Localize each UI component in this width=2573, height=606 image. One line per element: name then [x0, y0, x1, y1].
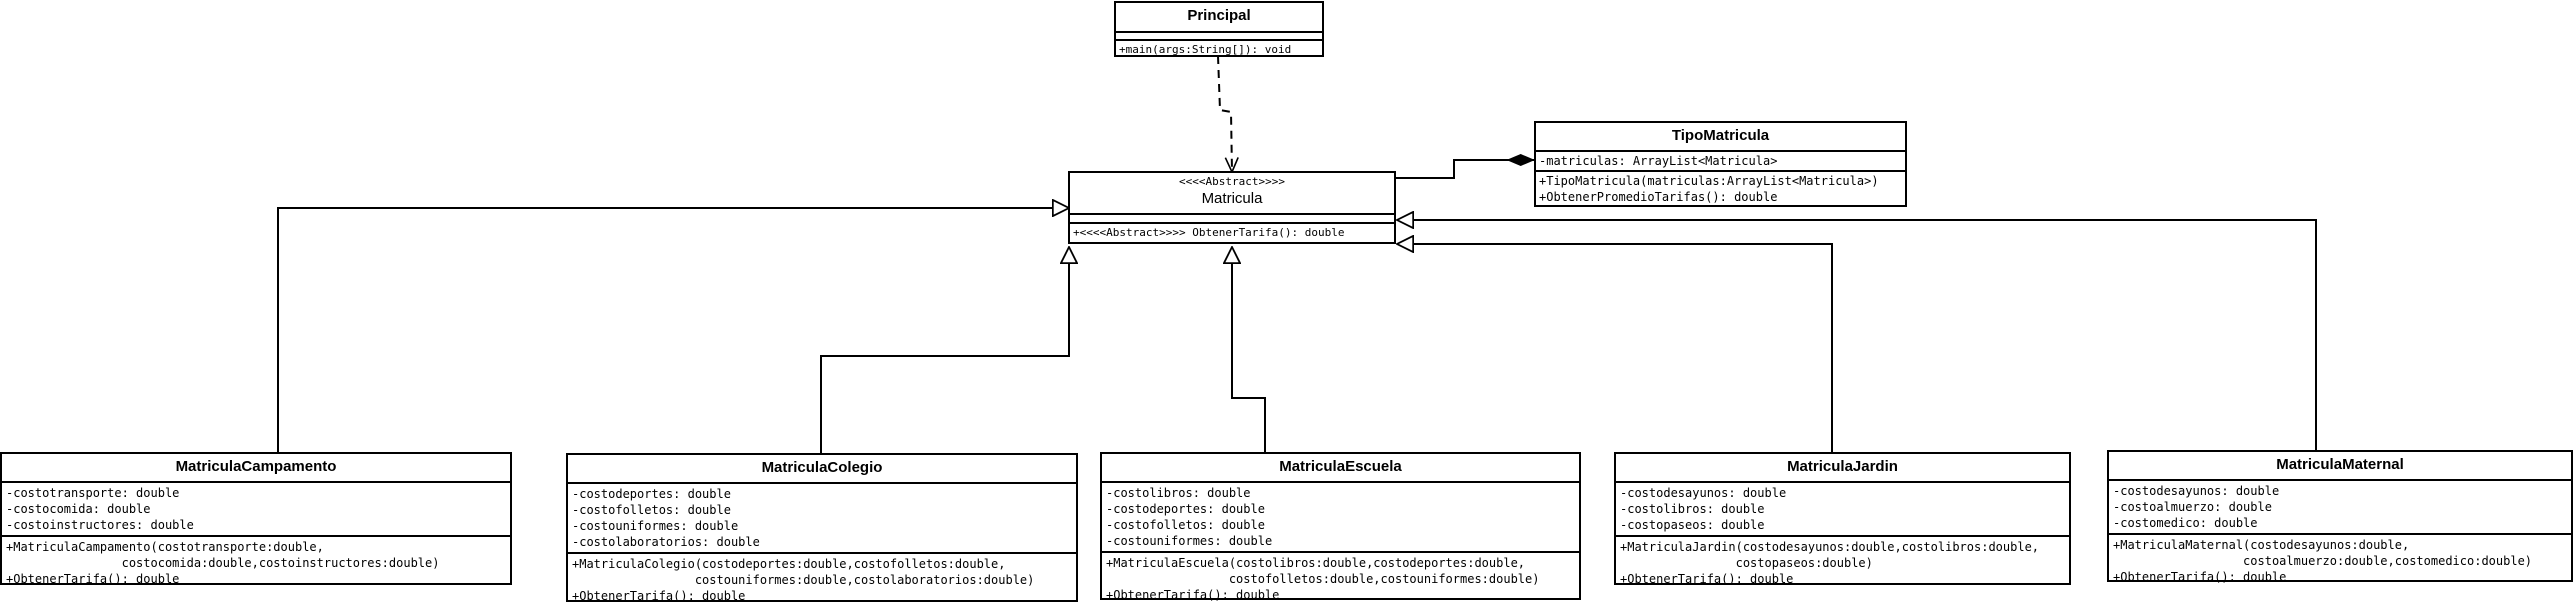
class-name: MatriculaEscuela — [1279, 458, 1402, 475]
attribute: -costodeportes: double — [1106, 502, 1265, 516]
attributes-section: -matriculas: ArrayList<Matricula> — [1536, 152, 1905, 172]
attributes-section: -costotransporte: double -costocomida: d… — [2, 483, 510, 537]
method: +MatriculaJardin(costodesayunos:double,c… — [1620, 540, 2040, 554]
attribute: -costotransporte: double — [6, 486, 180, 500]
attribute: -costodeportes: double — [572, 487, 731, 501]
dependency-principal-matricula — [1217, 55, 1232, 172]
attribute: -costoalmuerzo: double — [2113, 500, 2272, 514]
class-name: MatriculaJardin — [1787, 458, 1898, 475]
method: +MatriculaColegio(costodeportes:double,c… — [572, 557, 1006, 571]
attributes-section: -costolibros: double -costodeportes: dou… — [1102, 483, 1579, 553]
methods-section: +MatriculaMaternal(costodesayunos:double… — [2109, 535, 2571, 587]
attribute: -costolibros: double — [1106, 486, 1251, 500]
methods-section: +MatriculaJardin(costodesayunos:double,c… — [1616, 537, 2069, 589]
class-matriculajardin[interactable]: MatriculaJardin -costodesayunos: double … — [1614, 452, 2071, 586]
method: costopaseos:double) — [1620, 556, 1873, 570]
method: +<<<<Abstract>>>> ObtenerTarifa(): doubl… — [1073, 226, 1345, 239]
attribute: -costouniformes: double — [572, 519, 739, 533]
attribute: -matriculas: ArrayList<Matricula> — [1539, 154, 1778, 168]
class-name: TipoMatricula — [1671, 127, 1770, 144]
method: +MatriculaMaternal(costodesayunos:double… — [2113, 538, 2410, 552]
method: +MatriculaCampamento(costotransporte:dou… — [6, 540, 324, 554]
class-matriculaescuela[interactable]: MatriculaEscuela -costolibros: double -c… — [1100, 452, 1581, 602]
attributes-section: -costodeportes: double -costofolletos: d… — [568, 484, 1076, 554]
class-matriculamaternal[interactable]: MatriculaMaternal -costodesayunos: doubl… — [2107, 450, 2573, 584]
class-name: Principal — [1187, 7, 1251, 24]
method: +main(args:String[]): void — [1119, 43, 1292, 56]
attributes-section: -costodesayunos: double -costolibros: do… — [1616, 483, 2069, 537]
class-name: MatriculaColegio — [761, 459, 883, 476]
attribute: -costolibros: double — [1620, 502, 1765, 516]
stereotype: <<<<Abstract>>>> — [1179, 175, 1285, 188]
generalization-jardin — [1397, 244, 1833, 453]
attributes-section — [1070, 215, 1394, 224]
attribute: -costouniformes: double — [1106, 534, 1273, 548]
class-matricula[interactable]: <<<<Abstract>>>> Matricula +<<<<Abstract… — [1068, 171, 1396, 244]
attribute: -costodesayunos: double — [1620, 486, 1787, 500]
method: +TipoMatricula(matriculas:ArrayList<Matr… — [1539, 174, 1879, 188]
method: +MatriculaEscuela(costolibros:double,cos… — [1106, 556, 1526, 570]
attribute: -costodesayunos: double — [2113, 484, 2280, 498]
attribute: -costocomida: double — [6, 502, 151, 516]
generalization-colegio — [820, 247, 1069, 454]
attribute: -costofolletos: double — [1106, 518, 1265, 532]
class-principal[interactable]: Principal +main(args:String[]): void — [1114, 1, 1324, 57]
attribute: -costofolletos: double — [572, 503, 731, 517]
method: +ObtenerTarifa(): double — [2113, 570, 2287, 584]
class-name: MatriculaMaternal — [2276, 456, 2404, 473]
method: costofolletos:double,costouniformes:doub… — [1106, 572, 1540, 586]
attribute: -costopaseos: double — [1620, 518, 1765, 532]
methods-section: +MatriculaColegio(costodeportes:double,c… — [568, 554, 1076, 606]
attribute: -costomedico: double — [2113, 516, 2258, 530]
methods-section: +MatriculaCampamento(costotransporte:dou… — [2, 537, 510, 589]
methods-section: +MatriculaEscuela(costolibros:double,cos… — [1102, 553, 1579, 605]
method: costouniformes:double,costolaboratorios:… — [572, 573, 1035, 587]
methods-section: +main(args:String[]): void — [1116, 41, 1322, 59]
generalization-campamento — [277, 208, 1069, 452]
method: costocomida:double,costoinstructores:dou… — [6, 556, 440, 570]
attribute: -costolaboratorios: double — [572, 535, 760, 549]
composition-matricula-tipomatricula — [1396, 154, 1535, 179]
method: +ObtenerTarifa(): double — [1106, 588, 1280, 602]
generalization-escuela — [1232, 247, 1266, 453]
method: costoalmuerzo:double,costomedico:double) — [2113, 554, 2533, 568]
method: +ObtenerTarifa(): double — [6, 572, 180, 586]
class-matriculacolegio[interactable]: MatriculaColegio -costodeportes: double … — [566, 453, 1078, 603]
method: +ObtenerPromedioTarifas(): double — [1539, 190, 1778, 204]
methods-section: +<<<<Abstract>>>> ObtenerTarifa(): doubl… — [1070, 224, 1394, 242]
class-matriculacampamento[interactable]: MatriculaCampamento -costotransporte: do… — [0, 452, 512, 586]
method: +ObtenerTarifa(): double — [1620, 572, 1794, 586]
class-name: Matricula — [1201, 190, 1263, 207]
class-tipomatricula[interactable]: TipoMatricula -matriculas: ArrayList<Mat… — [1534, 121, 1907, 207]
class-name: MatriculaCampamento — [175, 458, 337, 475]
attributes-section: -costodesayunos: double -costoalmuerzo: … — [2109, 481, 2571, 535]
generalization-maternal — [1397, 220, 2317, 450]
method: +ObtenerTarifa(): double — [572, 589, 746, 603]
attributes-section — [1116, 33, 1322, 41]
methods-section: +TipoMatricula(matriculas:ArrayList<Matr… — [1536, 172, 1905, 206]
attribute: -costoinstructores: double — [6, 518, 194, 532]
